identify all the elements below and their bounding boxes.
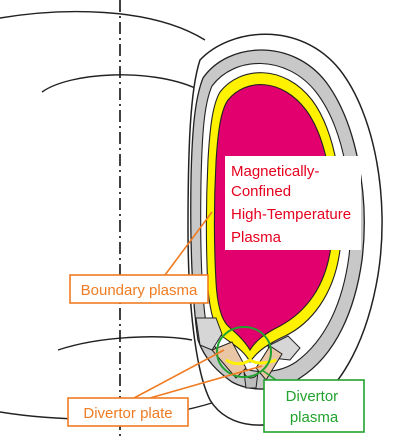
divertor-leg-right [249,358,277,365]
core-plasma-label: Magnetically- Confined High-Temperature … [231,163,355,246]
divertor-plate-label: Divertor plate [83,405,172,422]
boundary-plasma-label: Boundary plasma [81,282,198,299]
core-plasma-label-line-4: Plasma [231,229,282,246]
torus-mid-arc [41,74,196,93]
divertor-baffle-left [195,317,223,351]
divertor-plasma-marker [216,326,272,378]
torus-top-arc [0,10,206,41]
core-plasma-label-line-2: Confined [231,183,291,200]
core-plasma-label-line-1: Magnetically- [231,163,319,180]
core-plasma-label-line-3: High-Temperature [231,206,351,223]
divertor-plasma-label-line-1: Divertor [286,388,339,405]
boundary-plasma-leader [164,211,213,276]
divertor-plasma-label-line-2: plasma [290,409,339,426]
core-plasma-label-box [225,156,361,250]
divertor-leg-left [225,358,251,366]
torus-lower-arc [57,336,193,351]
divertor-plasma-label: Divertor plasma [286,388,343,426]
divertor-dome [243,371,259,389]
torus-outline [0,10,216,420]
divertor-plate-leader-left [133,349,225,399]
divertor-plate-leader-right [149,365,263,399]
divertor-plasma-leader [261,369,277,381]
divertor-plate-label-box [67,397,189,427]
divertor-plasma-label-box [263,379,365,433]
boundary-plasma-label-box [69,274,209,304]
